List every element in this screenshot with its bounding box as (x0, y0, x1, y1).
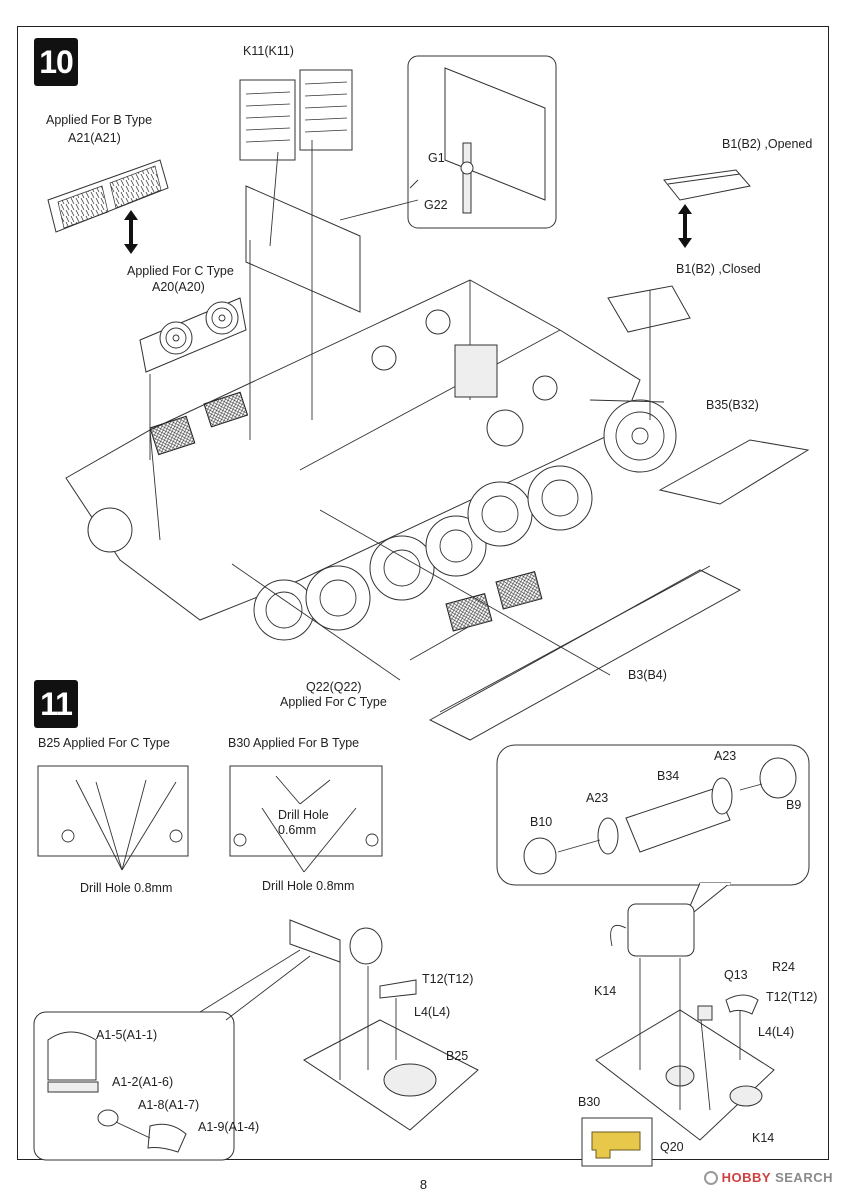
label-a20: A20(A20) (152, 280, 205, 294)
label-q22: Q22(Q22) (306, 680, 362, 694)
label-r24: R24 (772, 960, 795, 974)
callout-g1-g22 (339, 55, 557, 229)
callout-exhaust (496, 744, 810, 921)
assembly-b30 (595, 903, 775, 1141)
part-k11-rack (239, 69, 353, 161)
label-a23-mid: A23 (586, 791, 609, 805)
page-number: 8 (419, 1177, 428, 1192)
label-b25-title: B25 Applied For C Type (38, 736, 170, 750)
label-g22: G22 (424, 198, 448, 212)
label-g1: G1 (428, 151, 445, 165)
label-b30: B30 (578, 1095, 601, 1109)
watermark-brand: HOBBY (721, 1170, 772, 1185)
label-a1-5: A1-5(A1-1) (96, 1028, 158, 1042)
part-q22-mesh-b (495, 571, 543, 610)
label-a21: A21(A21) (68, 131, 121, 145)
label-l4-right: L4(L4) (758, 1025, 795, 1039)
double-arrow-a21 (124, 210, 138, 254)
photo-etch-part (581, 1117, 653, 1167)
part-a21-grille (47, 159, 169, 233)
part-q22-mesh-a (445, 593, 493, 632)
label-t12-right: T12(T12) (766, 990, 818, 1004)
step-11-badge: 11 (34, 680, 78, 728)
double-arrow-b1 (678, 204, 692, 248)
label-q22-note: Applied For C Type (280, 695, 387, 709)
part-b1-closed (607, 285, 691, 333)
watermark-rest: SEARCH (775, 1170, 833, 1185)
label-k14-bottom: K14 (752, 1131, 775, 1145)
label-drill-06-size: 0.6mm (278, 823, 317, 837)
label-b30-title: B30 Applied For B Type (228, 736, 360, 750)
step-10-badge: 10 (34, 38, 78, 86)
callout-a1-parts (33, 949, 311, 1161)
drive-sprocket (603, 399, 677, 473)
label-t12-left: T12(T12) (422, 972, 474, 986)
label-applied-c: Applied For C Type (127, 264, 234, 278)
label-l4-left: L4(L4) (414, 1005, 451, 1019)
part-a20-fan-plate (139, 297, 247, 373)
label-b25: B25 (446, 1049, 469, 1063)
part-b30-plate (229, 765, 383, 873)
label-b1-closed: B1(B2) ,Closed (676, 262, 761, 276)
label-b35: B35(B32) (706, 398, 759, 412)
page-frame (17, 26, 829, 1160)
watermark: HOBBY SEARCH (703, 1170, 833, 1185)
label-a23-top: A23 (714, 749, 737, 763)
label-k14-top: K14 (594, 984, 617, 998)
label-drill-08-right: Drill Hole 0.8mm (262, 879, 355, 893)
part-b35-plate (658, 439, 810, 505)
label-a1-9: A1-9(A1-4) (198, 1120, 260, 1134)
label-drill-08-left: Drill Hole 0.8mm (80, 881, 173, 895)
label-a1-2: A1-2(A1-6) (112, 1075, 174, 1089)
watermark-logo-icon (703, 1170, 718, 1185)
part-rear-plate (245, 185, 361, 313)
label-b3: B3(B4) (628, 668, 667, 682)
assembly-b25 (289, 919, 479, 1131)
label-b34: B34 (657, 769, 680, 783)
label-q13: Q13 (724, 968, 748, 982)
part-b25-plate (37, 765, 189, 871)
road-wheels (87, 465, 593, 641)
label-b9: B9 (786, 798, 802, 812)
label-applied-b: Applied For B Type (46, 113, 153, 127)
label-b1-opened: B1(B2) ,Opened (722, 137, 813, 151)
leader-lines-step10 (149, 140, 665, 681)
label-k11: K11(K11) (243, 44, 294, 58)
hull-body (65, 279, 641, 621)
label-b10: B10 (530, 815, 553, 829)
label-q20: Q20 (660, 1140, 684, 1154)
label-a1-8: A1-8(A1-7) (138, 1098, 200, 1112)
part-b1-opened (663, 169, 751, 201)
label-drill-06: Drill Hole (278, 808, 329, 822)
